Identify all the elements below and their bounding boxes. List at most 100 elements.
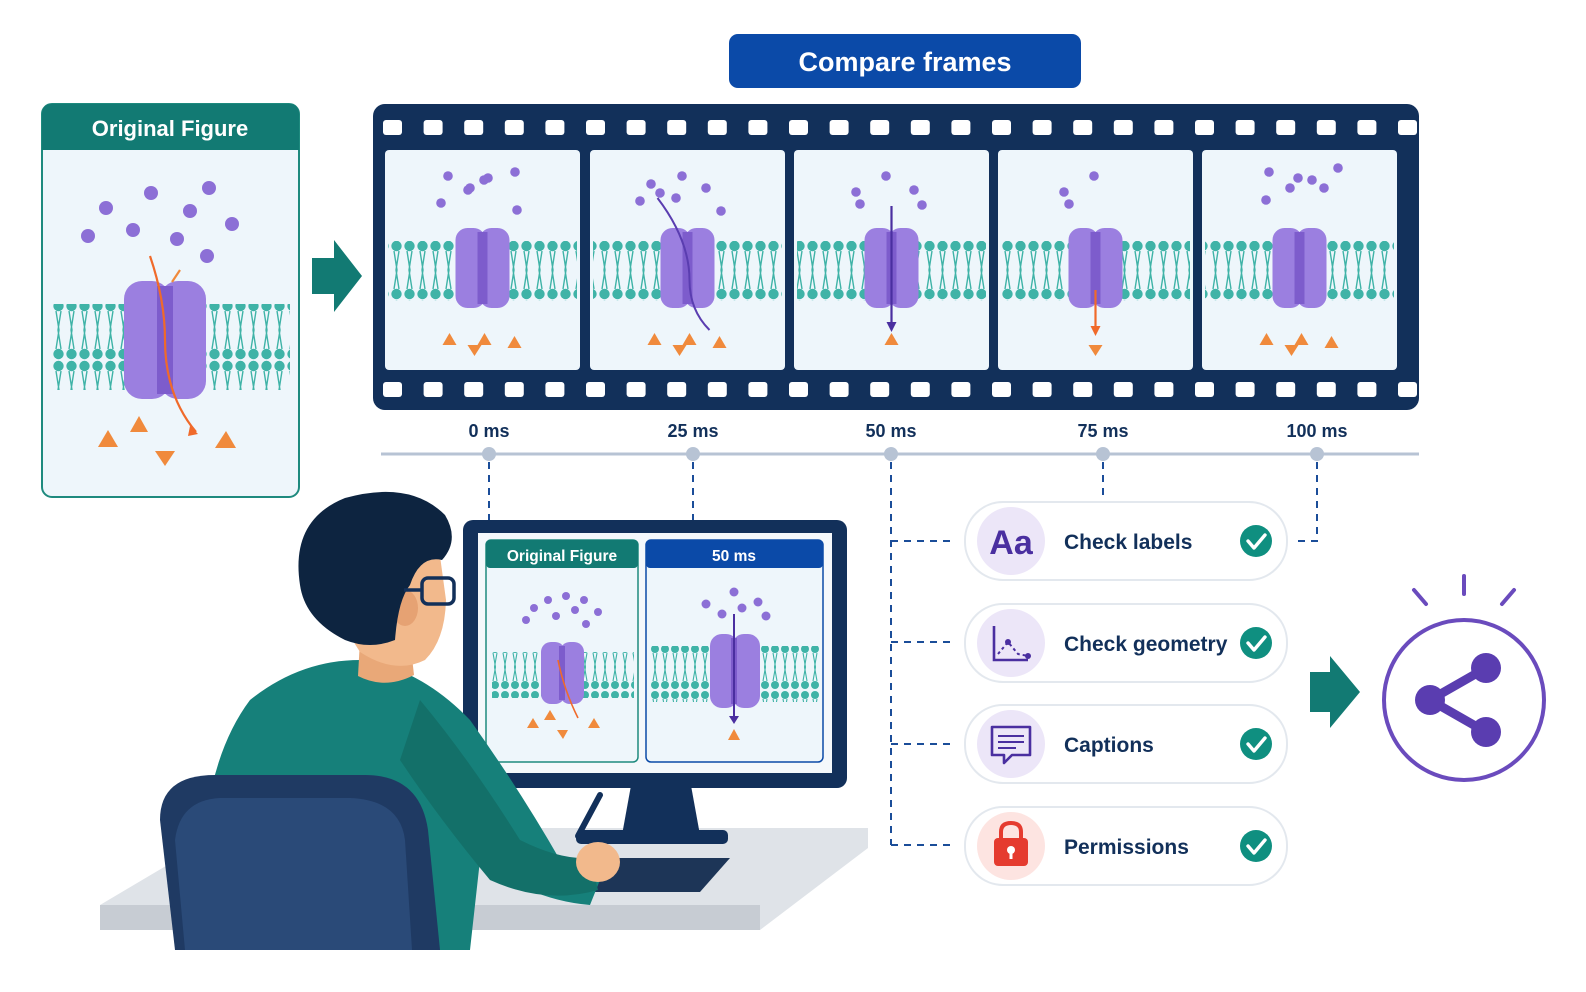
sprocket-hole xyxy=(626,382,646,397)
ion-triangles xyxy=(98,416,236,466)
original-figure-panel: Original Figure xyxy=(41,103,300,498)
sprocket-hole xyxy=(1316,120,1336,135)
sprocket-hole xyxy=(1195,382,1214,397)
film-frame xyxy=(590,150,785,370)
sprocket-hole xyxy=(545,382,565,397)
sprocket-hole xyxy=(829,120,849,135)
checklist-item-label: Check geometry xyxy=(1064,633,1228,656)
monitor-original-title: Original Figure xyxy=(507,548,618,565)
checklist-item[interactable]: Aa Check labels xyxy=(964,501,1288,581)
checklist-item[interactable]: Permissions xyxy=(964,806,1288,886)
svg-text:Aa: Aa xyxy=(989,524,1034,562)
caption-speech-icon xyxy=(977,710,1045,778)
sprocket-hole xyxy=(586,120,605,135)
sprocket-hole xyxy=(707,382,727,397)
sprocket-hole xyxy=(383,120,402,135)
sprocket-hole xyxy=(383,382,402,397)
arrow-right-icon xyxy=(312,240,362,312)
sprocket-hole xyxy=(1195,120,1214,135)
checklist-item[interactable]: Check geometry xyxy=(964,603,1288,683)
share-icon[interactable] xyxy=(1382,574,1546,782)
workstation: Original Figure 50 ms xyxy=(100,491,868,950)
sprocket-hole xyxy=(870,120,890,135)
timeline-marker[interactable] xyxy=(1096,447,1110,461)
sprocket-hole xyxy=(464,120,484,135)
film-strip xyxy=(373,104,1419,410)
timeline-tick-label: 50 ms xyxy=(865,421,916,441)
sprocket-hole xyxy=(1357,120,1377,135)
monitor-frame-title: 50 ms xyxy=(712,548,756,565)
sprocket-hole xyxy=(748,120,768,135)
film-frame xyxy=(1202,150,1397,370)
monitor-frame-panel: 50 ms xyxy=(645,539,824,763)
sprocket-hole xyxy=(1032,382,1052,397)
checklist-item-label: Permissions xyxy=(1064,836,1189,859)
sprocket-hole xyxy=(504,120,524,135)
sprocket-hole xyxy=(1113,382,1133,397)
check-mark-icon xyxy=(1240,525,1272,557)
sprocket-hole xyxy=(667,382,687,397)
dashed-connectors xyxy=(488,462,1318,846)
timeline-tick-label: 100 ms xyxy=(1286,421,1347,441)
sprocket-hole xyxy=(1235,382,1255,397)
sprocket-hole xyxy=(1398,382,1417,397)
sprocket-hole xyxy=(1316,382,1336,397)
sprocket-hole xyxy=(829,382,849,397)
sprocket-hole xyxy=(1154,382,1174,397)
sprocket-hole xyxy=(1357,382,1377,397)
sprocket-hole xyxy=(910,382,930,397)
check-mark-icon xyxy=(1240,830,1272,862)
timeline-marker[interactable] xyxy=(686,447,700,461)
film-frame xyxy=(385,150,580,370)
sprocket-hole xyxy=(1073,120,1093,135)
sprocket-hole xyxy=(1073,382,1093,397)
text-aa-icon xyxy=(977,507,1045,575)
sprocket-hole xyxy=(1113,120,1133,135)
sprocket-hole xyxy=(951,120,971,135)
sprocket-hole xyxy=(1398,120,1417,135)
monitor-original-panel: Original Figure xyxy=(485,539,639,763)
timeline-marker[interactable] xyxy=(482,447,496,461)
check-mark-icon xyxy=(1240,728,1272,760)
sprocket-hole xyxy=(910,120,930,135)
sprocket-hole xyxy=(1276,120,1296,135)
checklist-item-label: Check labels xyxy=(1064,531,1192,554)
sprocket-hole xyxy=(504,382,524,397)
original-figure-title: Original Figure xyxy=(92,116,248,141)
sprocket-hole xyxy=(1032,120,1052,135)
timeline-tick-label: 75 ms xyxy=(1077,421,1128,441)
sprocket-hole xyxy=(789,120,808,135)
sprocket-hole xyxy=(707,120,727,135)
checklist-item[interactable]: Captions xyxy=(964,704,1288,784)
geometry-axes-icon xyxy=(977,609,1045,677)
sprocket-hole xyxy=(423,120,443,135)
ligand-molecules xyxy=(81,181,239,263)
sprocket-hole xyxy=(545,120,565,135)
checklist-item-label: Captions xyxy=(1064,734,1154,757)
chair xyxy=(160,775,440,950)
sprocket-hole xyxy=(992,120,1011,135)
sprocket-hole xyxy=(667,120,687,135)
sprocket-hole xyxy=(464,382,484,397)
sprocket-hole xyxy=(1235,120,1255,135)
compare-frames-button[interactable]: Compare frames xyxy=(729,34,1081,88)
arrow-right-icon-2 xyxy=(1310,656,1360,728)
sprocket-hole xyxy=(951,382,971,397)
sprocket-hole xyxy=(870,382,890,397)
sprocket-hole xyxy=(586,382,605,397)
sprocket-hole xyxy=(423,382,443,397)
timeline-marker[interactable] xyxy=(1310,447,1324,461)
ion-path-arrow xyxy=(148,255,197,433)
sprocket-hole xyxy=(789,382,808,397)
film-frame xyxy=(998,150,1193,370)
timeline-marker[interactable] xyxy=(884,447,898,461)
compare-frames-label: Compare frames xyxy=(798,47,1011,77)
timeline-tick-label: 25 ms xyxy=(667,421,718,441)
sprocket-hole xyxy=(1154,120,1174,135)
sprocket-hole xyxy=(992,382,1011,397)
film-frame xyxy=(794,150,989,370)
sprocket-hole xyxy=(626,120,646,135)
